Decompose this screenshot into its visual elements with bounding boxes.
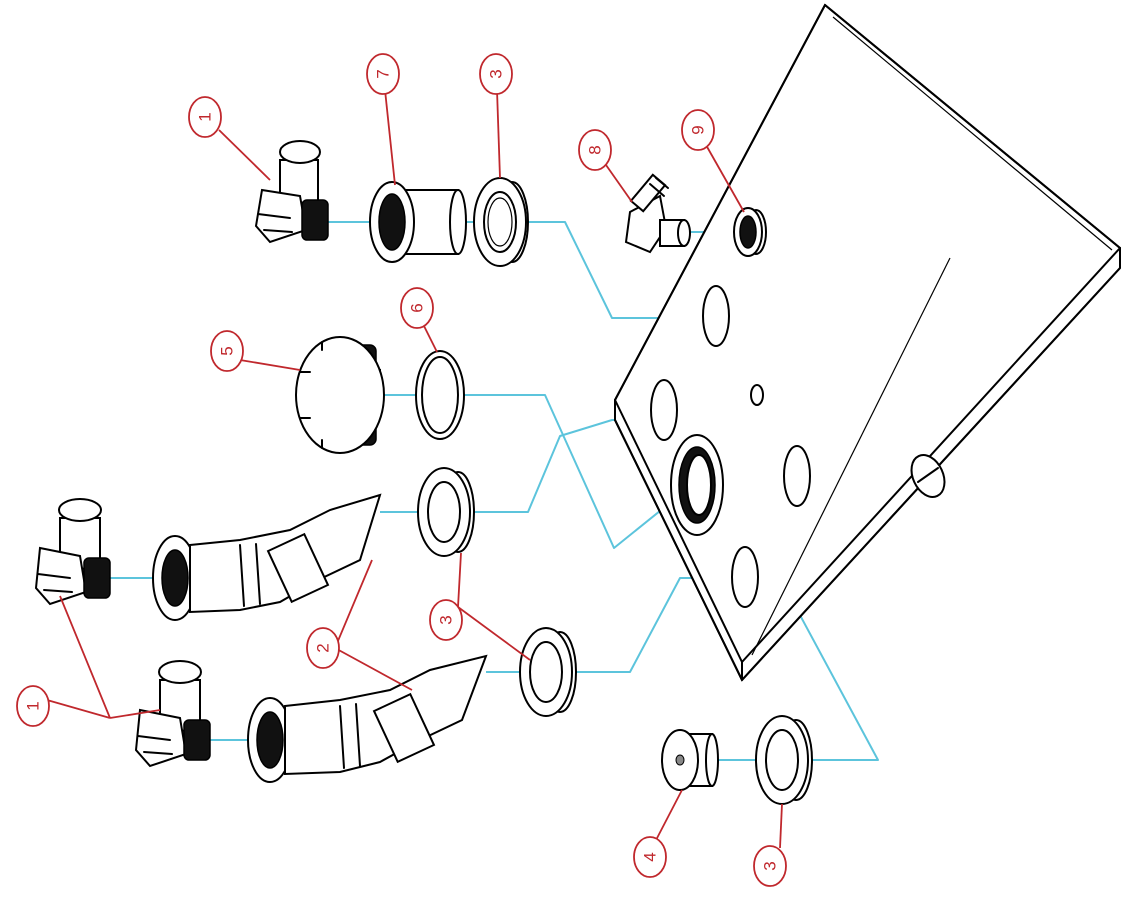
part-3-gasket-middle bbox=[417, 467, 475, 557]
part-8-barbed-elbow bbox=[624, 173, 691, 254]
callout-1-top: 1 bbox=[188, 96, 222, 138]
part-4-plug bbox=[661, 729, 719, 791]
callout-5: 5 bbox=[210, 330, 244, 372]
callout-3-top: 3 bbox=[479, 53, 513, 95]
svg-text:8: 8 bbox=[586, 145, 605, 154]
svg-text:1: 1 bbox=[24, 701, 43, 710]
part-1-elbow-fitting-lower bbox=[134, 660, 211, 768]
callout-2: 2 bbox=[306, 627, 340, 669]
svg-text:3: 3 bbox=[437, 615, 456, 624]
callout-3-bottom: 3 bbox=[753, 845, 787, 887]
enclosure-box bbox=[614, 3, 1121, 682]
part-2-curved-adapter-upper bbox=[152, 493, 382, 621]
part-1-elbow-fitting-top bbox=[254, 140, 329, 244]
callout-bubbles: 1 7 3 8 9 5 6 1 bbox=[16, 53, 787, 887]
svg-text:5: 5 bbox=[218, 346, 237, 355]
part-9-grommet bbox=[733, 207, 767, 257]
callout-leaders bbox=[46, 89, 783, 849]
svg-text:3: 3 bbox=[761, 861, 780, 870]
part-3-gasket-lower bbox=[519, 627, 577, 717]
callout-8: 8 bbox=[578, 129, 612, 171]
callout-6: 6 bbox=[400, 287, 434, 329]
part-1-elbow-fitting-middle bbox=[34, 498, 111, 606]
callout-1-bottom: 1 bbox=[16, 685, 50, 727]
svg-text:2: 2 bbox=[314, 643, 333, 652]
part-3-gasket-right bbox=[755, 715, 813, 805]
part-7-sleeve bbox=[369, 181, 467, 263]
part-2-curved-adapter-lower bbox=[247, 654, 488, 783]
svg-text:4: 4 bbox=[641, 852, 660, 861]
svg-text:9: 9 bbox=[689, 125, 708, 134]
callout-4: 4 bbox=[633, 836, 667, 878]
callout-9: 9 bbox=[681, 109, 715, 151]
part-5-threaded-cap bbox=[295, 336, 385, 454]
svg-text:1: 1 bbox=[196, 112, 215, 121]
svg-text:3: 3 bbox=[487, 69, 506, 78]
callout-7: 7 bbox=[366, 53, 400, 95]
part-6-o-ring bbox=[415, 350, 465, 440]
callout-3-middle: 3 bbox=[429, 599, 463, 641]
part-3-gasket-top bbox=[473, 177, 529, 267]
svg-text:7: 7 bbox=[374, 69, 393, 78]
svg-text:6: 6 bbox=[408, 303, 427, 312]
